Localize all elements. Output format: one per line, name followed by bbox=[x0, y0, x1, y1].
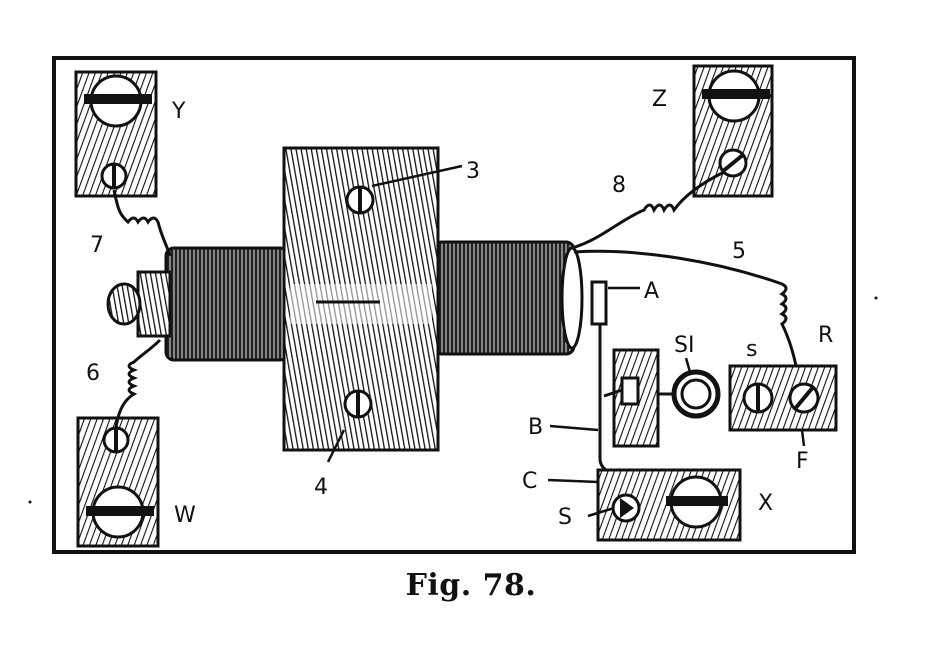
armature-block bbox=[603, 348, 660, 448]
label-c: C bbox=[522, 469, 537, 494]
label-z: Z bbox=[652, 87, 667, 112]
terminal-block-f bbox=[728, 364, 838, 432]
label-f: F bbox=[796, 449, 809, 474]
label-si: SI bbox=[674, 333, 694, 358]
speck bbox=[874, 296, 878, 300]
label-y: Y bbox=[171, 99, 186, 124]
label-x: X bbox=[758, 491, 773, 516]
speck bbox=[28, 500, 32, 504]
label-b: B bbox=[528, 415, 543, 440]
label-r: R bbox=[818, 323, 833, 348]
label-4: 4 bbox=[314, 475, 328, 500]
label-7: 7 bbox=[90, 233, 104, 258]
label-s-upper: s bbox=[746, 337, 757, 362]
leader-lines bbox=[326, 164, 806, 518]
terminal-block-z bbox=[692, 64, 774, 198]
terminal-block-w bbox=[76, 416, 160, 548]
terminal-block-x bbox=[596, 468, 742, 542]
label-6: 6 bbox=[86, 361, 100, 386]
label-a: A bbox=[644, 279, 659, 304]
label-8: 8 bbox=[612, 173, 626, 198]
terminal-block-y bbox=[74, 70, 158, 198]
contact-a bbox=[590, 280, 608, 326]
label-w: W bbox=[174, 503, 196, 528]
label-5: 5 bbox=[732, 239, 746, 264]
pole-block bbox=[282, 146, 440, 452]
label-s-lower: S bbox=[558, 505, 572, 530]
label-3: 3 bbox=[466, 159, 480, 184]
figure-caption: Fig. 78. bbox=[405, 568, 537, 603]
